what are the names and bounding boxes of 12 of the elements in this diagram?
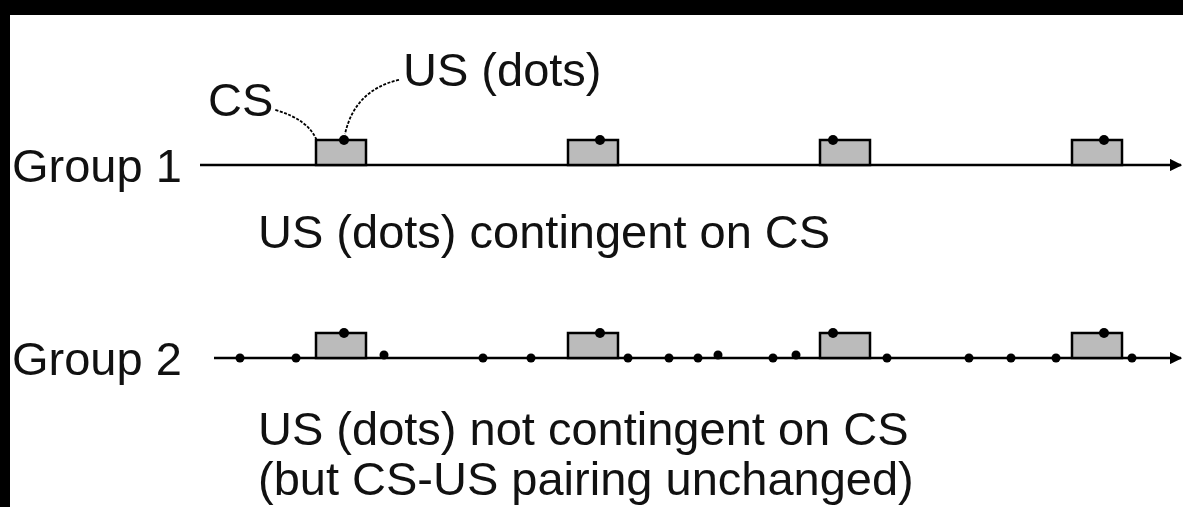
stimulus-block	[1070, 138, 1124, 167]
stimulus-block	[314, 331, 368, 360]
leader-line	[274, 108, 318, 142]
stimulus-block	[1070, 331, 1124, 360]
stimulus-block	[314, 138, 368, 167]
stimulus-block	[818, 331, 872, 360]
stimulus-block	[818, 138, 872, 167]
leader-line	[344, 78, 400, 135]
stimulus-dot	[339, 135, 349, 145]
stimulus-block	[566, 138, 620, 167]
callout-label: CS	[208, 76, 274, 123]
stimulus-block	[566, 331, 620, 360]
